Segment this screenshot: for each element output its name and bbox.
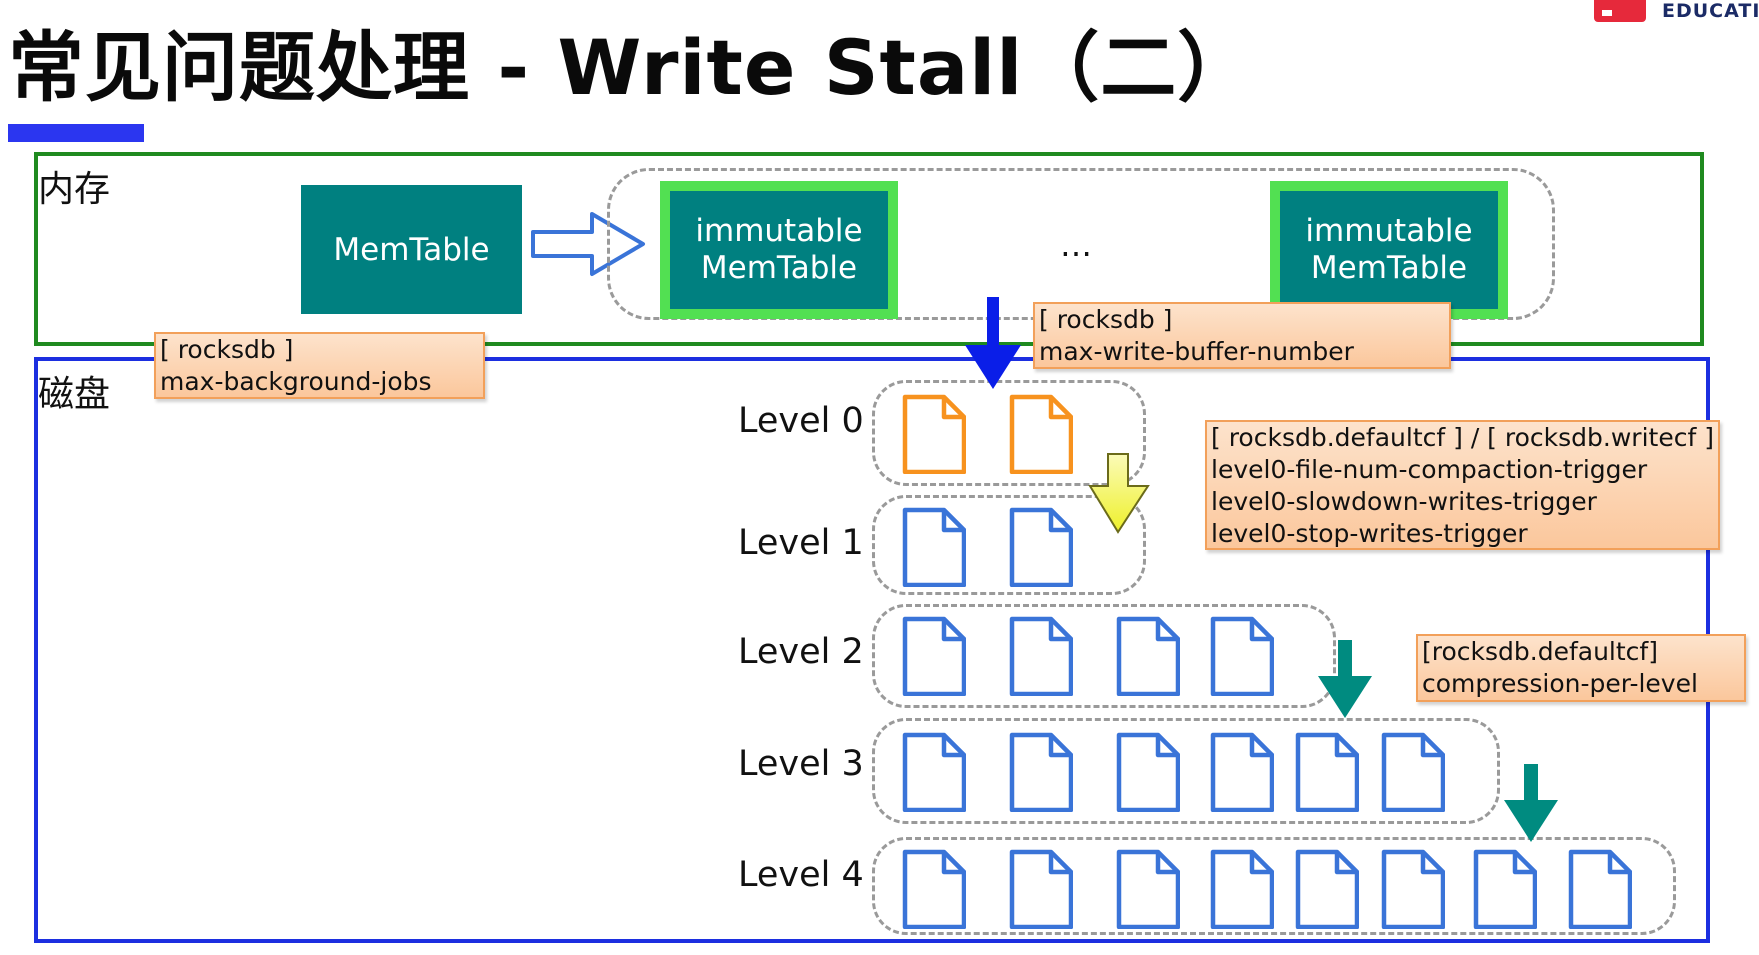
note-section: [ rocksdb ]: [160, 335, 294, 364]
level-label: Level 4: [738, 855, 864, 895]
level-1-group: [872, 495, 1146, 595]
file-icon: [1568, 849, 1632, 929]
level-2-group: [872, 604, 1336, 708]
immutable-memtable-1: immutable MemTable: [660, 181, 898, 319]
file-icon: [1473, 849, 1537, 929]
file-icon: [1009, 732, 1073, 812]
logo: EDUCATIO: [1594, 0, 1759, 26]
note-level0-triggers: [ rocksdb.defaultcf ] / [ rocksdb.writec…: [1205, 420, 1720, 550]
level-label: Level 2: [738, 632, 864, 672]
immutable-label: immutable: [1305, 213, 1473, 249]
file-icon: [1295, 849, 1359, 929]
disk-label: 磁盘: [38, 374, 111, 415]
file-icon: [1210, 849, 1274, 929]
level-label: Level 0: [738, 401, 864, 441]
file-icon: [902, 849, 966, 929]
page-title: 常见问题处理 - Write Stall（二）: [8, 23, 1255, 112]
file-icon: [1009, 507, 1073, 587]
note-section: [rocksdb.defaultcf]: [1422, 637, 1658, 666]
note-param: level0-file-num-compaction-trigger: [1211, 455, 1648, 484]
level-3-group: [872, 718, 1500, 824]
file-icon: [1116, 616, 1180, 696]
note-param: max-background-jobs: [160, 367, 432, 396]
immutable-label: immutable: [695, 213, 863, 249]
file-icon: [902, 732, 966, 812]
switch-arrow-icon: [531, 212, 645, 276]
file-icon: [1116, 732, 1180, 812]
note-section: [ rocksdb ]: [1039, 305, 1173, 334]
note-param: max-write-buffer-number: [1039, 337, 1354, 366]
logo-icon: [1594, 0, 1646, 22]
file-icon: [902, 616, 966, 696]
file-icon: [1009, 849, 1073, 929]
flush-arrow-icon: [965, 297, 1021, 389]
file-icon: [902, 394, 966, 474]
note-param: compression-per-level: [1422, 669, 1698, 698]
logo-text: EDUCATIO: [1662, 0, 1759, 22]
level-0-group: [872, 380, 1146, 486]
compression-arrow-icon: [1504, 764, 1558, 842]
level-label: Level 1: [738, 523, 864, 563]
note-compression-per-level: [rocksdb.defaultcf] compression-per-leve…: [1416, 634, 1746, 702]
memtable-label: MemTable: [700, 250, 858, 286]
immutable-memtable-2: immutable MemTable: [1270, 181, 1508, 319]
note-max-background-jobs: [ rocksdb ] max-background-jobs: [154, 332, 485, 399]
file-icon: [1210, 616, 1274, 696]
note-max-write-buffer-number: [ rocksdb ] max-write-buffer-number: [1033, 302, 1451, 369]
compaction-arrow-icon: [1088, 453, 1150, 534]
file-icon: [1381, 849, 1445, 929]
file-icon: [1381, 732, 1445, 812]
title-underline: [8, 124, 144, 142]
level-4-group: [872, 837, 1676, 935]
memory-region: [34, 152, 1704, 346]
file-icon: [1009, 616, 1073, 696]
note-section: [ rocksdb.defaultcf ] / [ rocksdb.writec…: [1211, 423, 1714, 452]
memory-label: 内存: [38, 169, 111, 210]
file-icon: [1116, 849, 1180, 929]
file-icon: [1009, 394, 1073, 474]
compression-arrow-icon: [1318, 640, 1372, 718]
file-icon: [1295, 732, 1359, 812]
memtable-label: MemTable: [1310, 250, 1468, 286]
level-label: Level 3: [738, 744, 864, 784]
note-param: level0-slowdown-writes-trigger: [1211, 487, 1597, 516]
ellipsis: …: [1060, 226, 1092, 264]
note-param: level0-stop-writes-trigger: [1211, 519, 1528, 548]
file-icon: [902, 507, 966, 587]
file-icon: [1210, 732, 1274, 812]
memtable-box: MemTable: [301, 185, 522, 314]
